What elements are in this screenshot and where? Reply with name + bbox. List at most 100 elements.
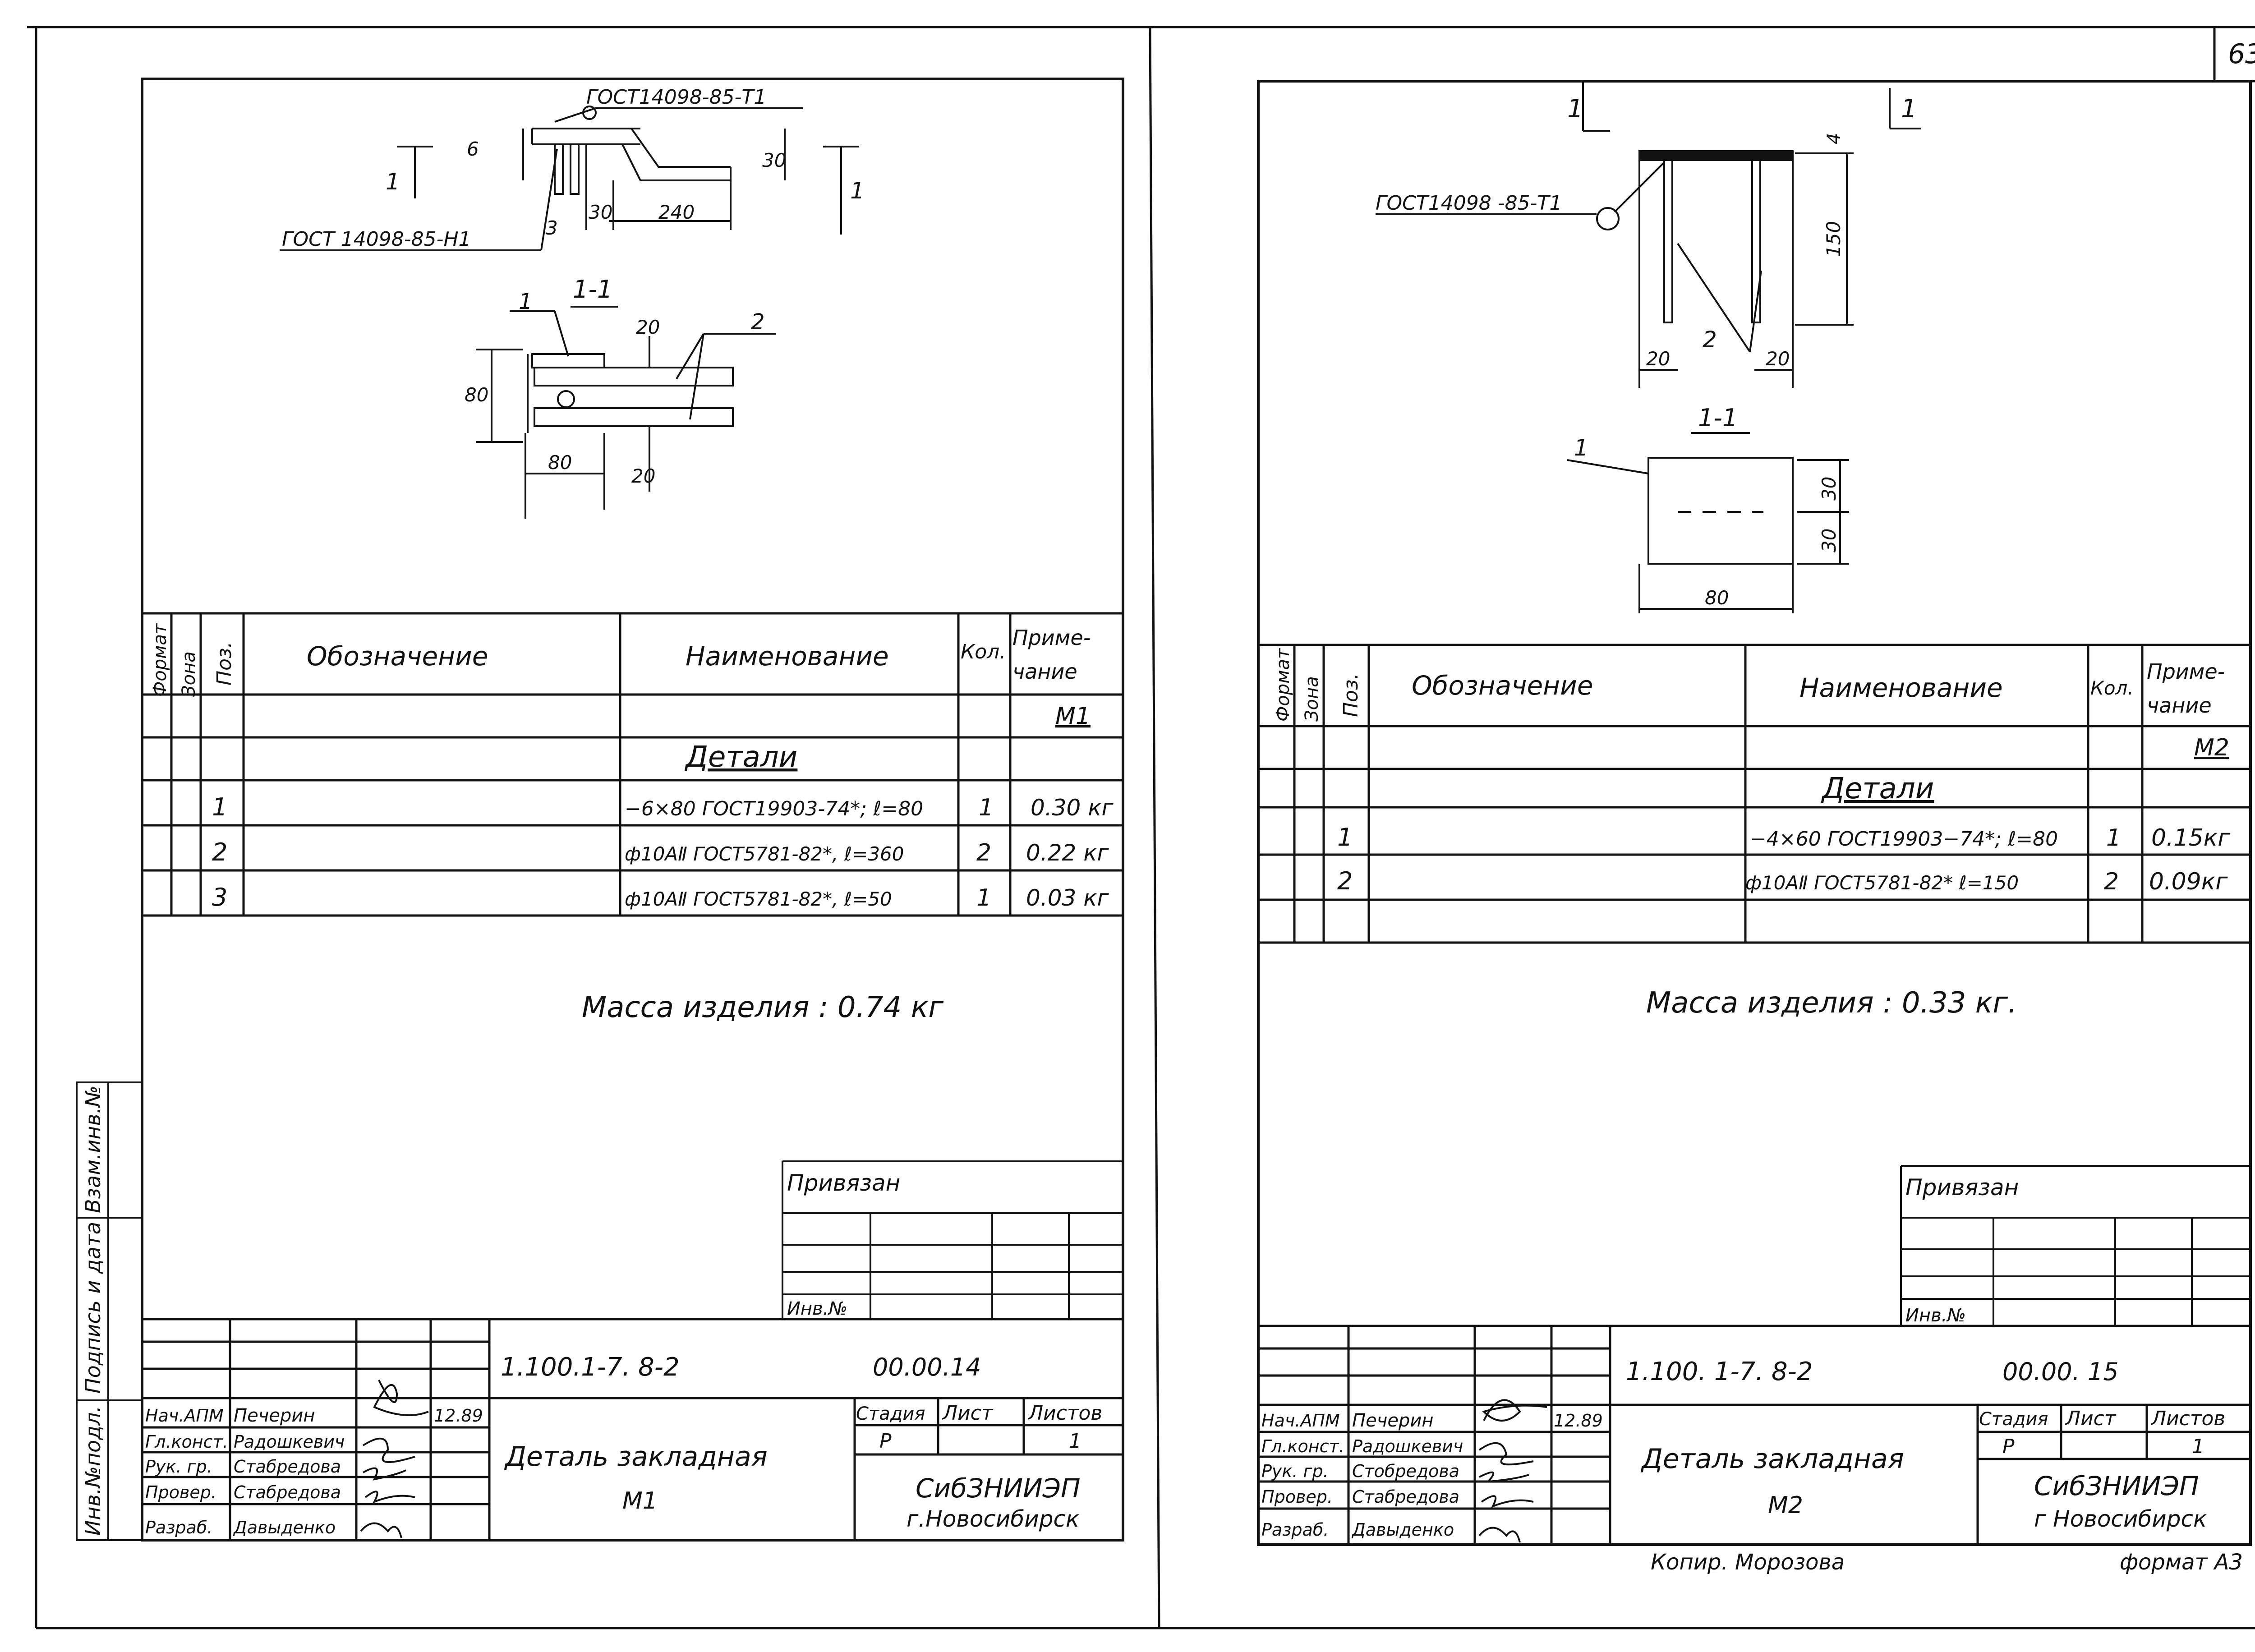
org-city: г Новосибирск: [2034, 1506, 2207, 1532]
row2-note: 0.22 кг: [1026, 840, 1109, 866]
stage-label: Стадия: [856, 1404, 925, 1424]
right-drawing-labels: ГОСТ14098 -85-Т1 1 1 1-1 4 150 20 20 30 …: [1376, 94, 1917, 609]
row3-name: ф10АⅡ ГОСТ5781-82*, ℓ=50: [625, 888, 892, 910]
page-number: 63: [2228, 38, 2255, 70]
col-designation: Обозначение: [1412, 670, 1593, 701]
dim-150: 150: [1822, 221, 1845, 257]
col-pos: Поз.: [1339, 673, 1362, 717]
row2-name: ф10АⅡ ГОСТ5781-82*, ℓ=360: [625, 843, 904, 865]
stage-label: Стадия: [1979, 1409, 2048, 1430]
weld-label-bottom: ГОСТ 14098-85-Н1: [282, 228, 471, 251]
col-format: Формат: [150, 623, 170, 697]
name-2: Радошкевич: [234, 1432, 345, 1452]
col-zone: Зона: [179, 651, 199, 697]
left-spec-text: Формат Зона Поз. Обозначение Наименовани…: [150, 623, 1114, 1024]
role-1: Нач.АПМ: [1261, 1411, 1340, 1431]
spec-section: Детали: [684, 741, 797, 774]
row1-pos: 1: [212, 793, 227, 821]
left-privyazan-grid: [782, 1160, 1123, 1320]
role-3: Рук. гр.: [1261, 1461, 1329, 1481]
spec-mark: М1: [1055, 703, 1091, 730]
dim-20-bottom: 20: [631, 465, 655, 487]
format-label: формат А3: [2120, 1550, 2243, 1575]
sheet-frames: [27, 26, 2255, 1629]
inv-no-label: Инв.№: [1905, 1305, 1966, 1326]
title-line2: М1: [622, 1487, 658, 1514]
doc-code: 1.100. 1-7. 8-2: [1626, 1357, 1813, 1386]
col-qty: Кол.: [961, 640, 1006, 663]
section-mark-left: 1: [1567, 94, 1583, 124]
weld-label: ГОСТ14098 -85-Т1: [1376, 192, 1562, 215]
inv-no-label: Инв.№: [787, 1298, 847, 1319]
dim-240: 240: [658, 201, 695, 223]
side-inv-podl: Инв.№подл.: [81, 1406, 105, 1536]
dim-6: 6: [467, 138, 479, 160]
sheet-label: Лист: [2065, 1407, 2117, 1430]
role-1: Нач.АПМ: [145, 1406, 224, 1426]
dim-30: 30: [589, 201, 612, 223]
right-title-text: 1.100. 1-7. 8-2 00.00. 15 Нач.АПМ Гл.кон…: [1261, 1357, 2243, 1575]
left-drawing-labels: ГОСТ14098-85-Т1 ГОСТ 14098-85-Н1 1 1 1-1…: [282, 86, 865, 487]
dim-3: 3: [546, 217, 558, 239]
dim-4: 4: [1824, 133, 1845, 144]
row2-name: ф10АⅡ ГОСТ5781-82* ℓ=150: [1745, 872, 2019, 894]
section-title: 1-1: [1698, 404, 1738, 432]
dim-20-right: 20: [1766, 348, 1790, 370]
row1-qty: 1: [979, 794, 994, 821]
row3-pos: 3: [212, 883, 227, 911]
section-title: 1-1: [573, 275, 612, 304]
privyazan-label: Привязан: [787, 1170, 900, 1196]
privyazan-label: Привязан: [1905, 1174, 2019, 1201]
name-5: Давыденко: [233, 1518, 336, 1537]
mass-label: Масса изделия : 0.33 кг.: [1646, 986, 2017, 1020]
row3-qty: 1: [976, 884, 991, 911]
section-mark-right: 1: [1901, 94, 1917, 124]
sheets-label: Листов: [2150, 1407, 2225, 1430]
left-side-strip: [76, 1081, 143, 1541]
name-3: Стабредова: [234, 1457, 341, 1477]
sheets-value: 1: [1069, 1430, 1081, 1453]
callout-2: 2: [751, 309, 765, 335]
left-title-text: 1.100.1-7. 8-2 00.00.14 Нач.АПМ Гл.конст…: [145, 1353, 1102, 1537]
col-note-line2: чание: [1012, 659, 1077, 684]
doc-number: 00.00.14: [873, 1353, 981, 1381]
left-drawing: [280, 106, 859, 519]
name-5: Давыденко: [1351, 1520, 1454, 1540]
callout-1: 1: [519, 289, 533, 314]
row2-qty: 2: [2104, 868, 2119, 895]
name-1: Печерин: [1352, 1410, 1433, 1431]
left-spec-table: [142, 612, 1123, 917]
row1-name: −6×80 ГОСТ19903-74*; ℓ=80: [625, 797, 923, 820]
dim-20-top: 20: [636, 316, 660, 338]
title-line1: Деталь закладная: [504, 1441, 768, 1473]
title-line2: М2: [1768, 1492, 1803, 1519]
org-name: СибЗНИИЭП: [916, 1473, 1081, 1504]
name-4: Стабредова: [1352, 1487, 1459, 1507]
right-drawing: [1376, 81, 1921, 613]
doc-number: 00.00. 15: [2002, 1357, 2119, 1386]
dim-20-left: 20: [1646, 348, 1670, 370]
date: 12.89: [434, 1406, 483, 1426]
left-signatures: [360, 1380, 429, 1538]
side-podpis: Подпись и дата: [81, 1222, 105, 1394]
org-city: г.Новосибирск: [907, 1506, 1079, 1532]
row1-note: 0.30 кг: [1031, 795, 1114, 821]
row1-qty: 1: [2106, 824, 2121, 851]
role-2: Гл.конст.: [145, 1432, 228, 1452]
name-3: Стобредова: [1352, 1461, 1459, 1481]
row2-pos: 2: [1337, 867, 1353, 895]
date: 12.89: [1554, 1411, 1603, 1431]
col-note-line2: чание: [2147, 693, 2212, 718]
dim-30-top: 30: [1818, 477, 1840, 501]
row3-note: 0.03 кг: [1026, 885, 1109, 911]
dim-80: 80: [1705, 587, 1729, 609]
right-title-block: [1258, 1325, 2250, 1545]
col-designation: Обозначение: [307, 641, 488, 672]
row2-pos: 2: [212, 838, 227, 866]
dim-80: 80: [548, 451, 572, 474]
col-name: Наименование: [1799, 672, 2003, 703]
section-mark-right: 1: [850, 178, 865, 204]
role-3: Рук. гр.: [145, 1457, 212, 1477]
weld-label-top: ГОСТ14098-85-Т1: [586, 86, 766, 109]
